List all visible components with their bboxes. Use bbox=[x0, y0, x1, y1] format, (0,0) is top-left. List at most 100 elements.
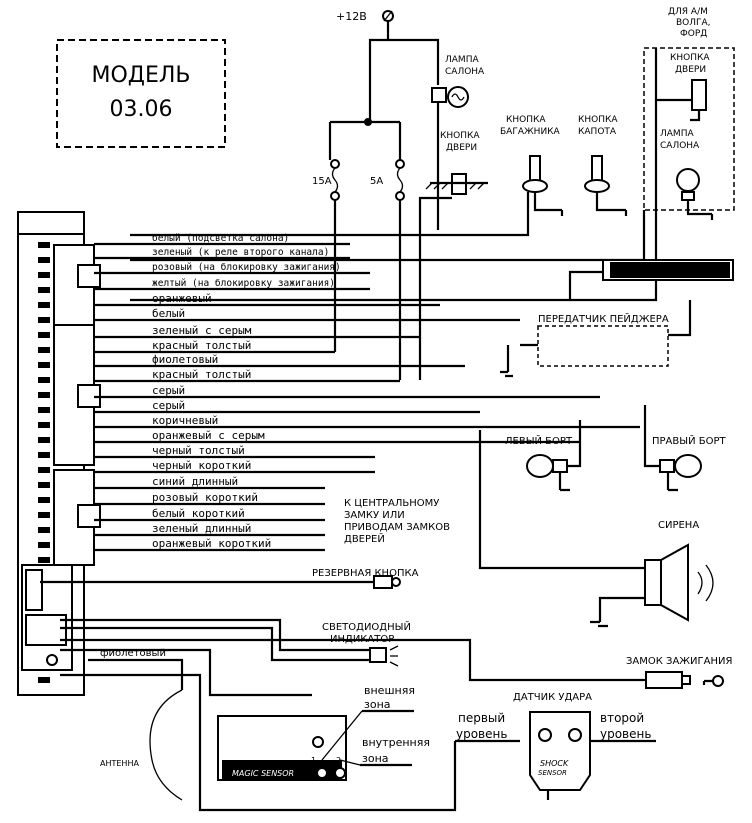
second-level-label-1: второй bbox=[600, 711, 644, 725]
central-lock-label-3: ПРИВОДАМ ЗАМКОВ bbox=[344, 522, 450, 533]
hood-button-label-1: КНОПКА bbox=[578, 115, 618, 125]
wire-label-1: белый (подсветка салона) bbox=[152, 233, 289, 244]
pin-slot bbox=[38, 497, 50, 503]
door-button-label-1: КНОПКА bbox=[440, 131, 480, 141]
wire-label-10: красный толстый bbox=[152, 368, 251, 381]
wire-label-9: фиолетовый bbox=[152, 353, 218, 366]
ford-label-2: ВОЛГА, bbox=[676, 18, 711, 28]
pin-slot bbox=[38, 257, 50, 263]
wire-label-20: зеленый длинный bbox=[152, 522, 251, 535]
cabin-lamp-label-2: САЛОНА bbox=[445, 67, 485, 77]
pin-slot bbox=[38, 347, 50, 353]
hood-button-label-2: КАПОТА bbox=[578, 127, 617, 137]
siren-label: СИРЕНА bbox=[658, 520, 699, 531]
magic-sensor: фиолетовый АНТЕННА внешняя зона внутренн… bbox=[60, 648, 430, 801]
trunk-button-label-2: БАГАЖНИКА bbox=[500, 127, 561, 137]
cabin-lamp: ЛАМПА САЛОНА bbox=[431, 55, 485, 230]
shock-logo-2: SENSOR bbox=[538, 769, 567, 777]
pin-slot bbox=[38, 422, 50, 428]
outer-zone-label-1: внешняя bbox=[364, 684, 415, 697]
door-button-label-2: ДВЕРИ bbox=[446, 143, 477, 153]
hood-button: КНОПКА КАПОТА bbox=[578, 115, 626, 212]
trunk-button-label-1: КНОПКА bbox=[506, 115, 546, 125]
pin-slot bbox=[38, 362, 50, 368]
second-level-label-2: уровень bbox=[600, 727, 651, 741]
pin-slot bbox=[38, 392, 50, 398]
first-level-label-1: первый bbox=[458, 711, 505, 725]
antenna-label: АНТЕННА bbox=[100, 759, 139, 768]
pin-slot bbox=[38, 527, 50, 533]
pin-slot bbox=[38, 512, 50, 518]
wire-label-16: черный короткий bbox=[152, 459, 251, 472]
wire-label-21: оранжевый короткий bbox=[152, 537, 271, 550]
fuse-15a-label: 15А bbox=[312, 176, 332, 187]
wire-label-5: оранжевый bbox=[152, 292, 212, 305]
pin-slot bbox=[38, 482, 50, 488]
ignition-label: ЗАМОК ЗАЖИГАНИЯ bbox=[626, 656, 732, 667]
ford-label-1: ДЛЯ А/М bbox=[668, 7, 708, 17]
pin-slot bbox=[38, 542, 50, 548]
wire-label-13: коричневый bbox=[152, 414, 218, 427]
reserve-button-label: РЕЗЕРВНАЯ КНОПКА bbox=[312, 568, 419, 579]
wire-label-11: серый bbox=[152, 384, 185, 397]
wire-label-4: желтый (на блокировку зажигания) bbox=[152, 278, 335, 289]
wire-lines bbox=[94, 242, 640, 552]
siren: СИРЕНА bbox=[478, 430, 714, 622]
power-label: +12В bbox=[336, 10, 367, 23]
wire-label-18: розовый короткий bbox=[152, 491, 258, 504]
shock-sensor-label: ДАТЧИК УДАРА bbox=[513, 692, 592, 703]
control-unit bbox=[17, 211, 101, 696]
wire-label-2: зеленый (к реле второго канала) bbox=[152, 247, 329, 258]
pager-transmitter: ПЕРЕДАТЧИК ПЕЙДЖЕРА bbox=[506, 259, 734, 372]
pin-slot bbox=[38, 677, 50, 683]
violet-wire-label: фиолетовый bbox=[100, 648, 166, 659]
ford-label-3: ФОРД bbox=[680, 29, 707, 39]
fuses: 15А 5А bbox=[312, 122, 405, 215]
central-lock-label-1: К ЦЕНТРАЛЬНОМУ bbox=[344, 498, 439, 509]
wire-label-14: оранжевый с серым bbox=[152, 429, 265, 442]
pin-slot bbox=[38, 317, 50, 323]
wire-labels: белый (подсветка салона) зеленый (к реле … bbox=[152, 233, 341, 550]
pin-slot bbox=[38, 287, 50, 293]
model-title: МОДЕЛЬ bbox=[91, 63, 190, 88]
pin-slot bbox=[38, 407, 50, 413]
left-side-light: ЛЕВЫЙ БОРТ bbox=[505, 420, 582, 490]
outer-zone-label-2: зона bbox=[364, 698, 391, 711]
right-side-light: ПРАВЫЙ БОРТ bbox=[643, 405, 726, 490]
pin-slot bbox=[38, 452, 50, 458]
wire-label-17: синий длинный bbox=[152, 475, 238, 488]
wire-label-15: черный толстый bbox=[152, 444, 245, 457]
right-side-label: ПРАВЫЙ БОРТ bbox=[652, 434, 726, 447]
cabin-lamp-label-1: ЛАМПА bbox=[445, 55, 479, 65]
inner-zone-label-2: зона bbox=[362, 752, 389, 765]
trunk-button: КНОПКА БАГАЖНИКА bbox=[130, 115, 562, 237]
zone-1-label: 1 bbox=[311, 756, 316, 765]
wire-label-7: зеленый с серым bbox=[152, 324, 252, 337]
central-lock: К ЦЕНТРАЛЬНОМУ ЗАМКУ ИЛИ ПРИВОДАМ ЗАМКОВ… bbox=[344, 498, 450, 545]
pin-slot bbox=[38, 242, 50, 248]
door-button: КНОПКА ДВЕРИ bbox=[418, 131, 488, 210]
pin-slot bbox=[38, 467, 50, 473]
wire-label-12: серый bbox=[152, 399, 185, 412]
door-button-r-label-2: ДВЕРИ bbox=[675, 65, 706, 75]
reserve-button: РЕЗЕРВНАЯ КНОПКА bbox=[40, 568, 419, 589]
pin-slot bbox=[38, 332, 50, 338]
pin-slot bbox=[38, 437, 50, 443]
wire-label-6: белый bbox=[152, 307, 185, 320]
led-label-1: СВЕТОДИОДНЫЙ bbox=[322, 620, 411, 633]
pin-slot bbox=[38, 557, 50, 563]
model-number: 03.06 bbox=[110, 97, 173, 122]
zone-2-label: 2 bbox=[336, 756, 341, 765]
pin-slot bbox=[38, 302, 50, 308]
pin-slot bbox=[38, 377, 50, 383]
model-box: МОДЕЛЬ 03.06 bbox=[56, 39, 226, 148]
shock-logo-1: SHOCK bbox=[540, 759, 569, 768]
wire-label-3: розовый (на блокировку зажигания) bbox=[152, 262, 341, 273]
wire-label-19: белый короткий bbox=[152, 507, 245, 520]
ignition-lock: ЗАМОК ЗАЖИГАНИЯ bbox=[60, 638, 732, 689]
central-lock-label-4: ДВЕРЕЙ bbox=[344, 532, 385, 545]
cabin-lamp-r-label-2: САЛОНА bbox=[660, 141, 700, 151]
cabin-lamp-r-label-1: ЛАМПА bbox=[660, 129, 694, 139]
inner-zone-label-1: внутренняя bbox=[362, 736, 430, 749]
